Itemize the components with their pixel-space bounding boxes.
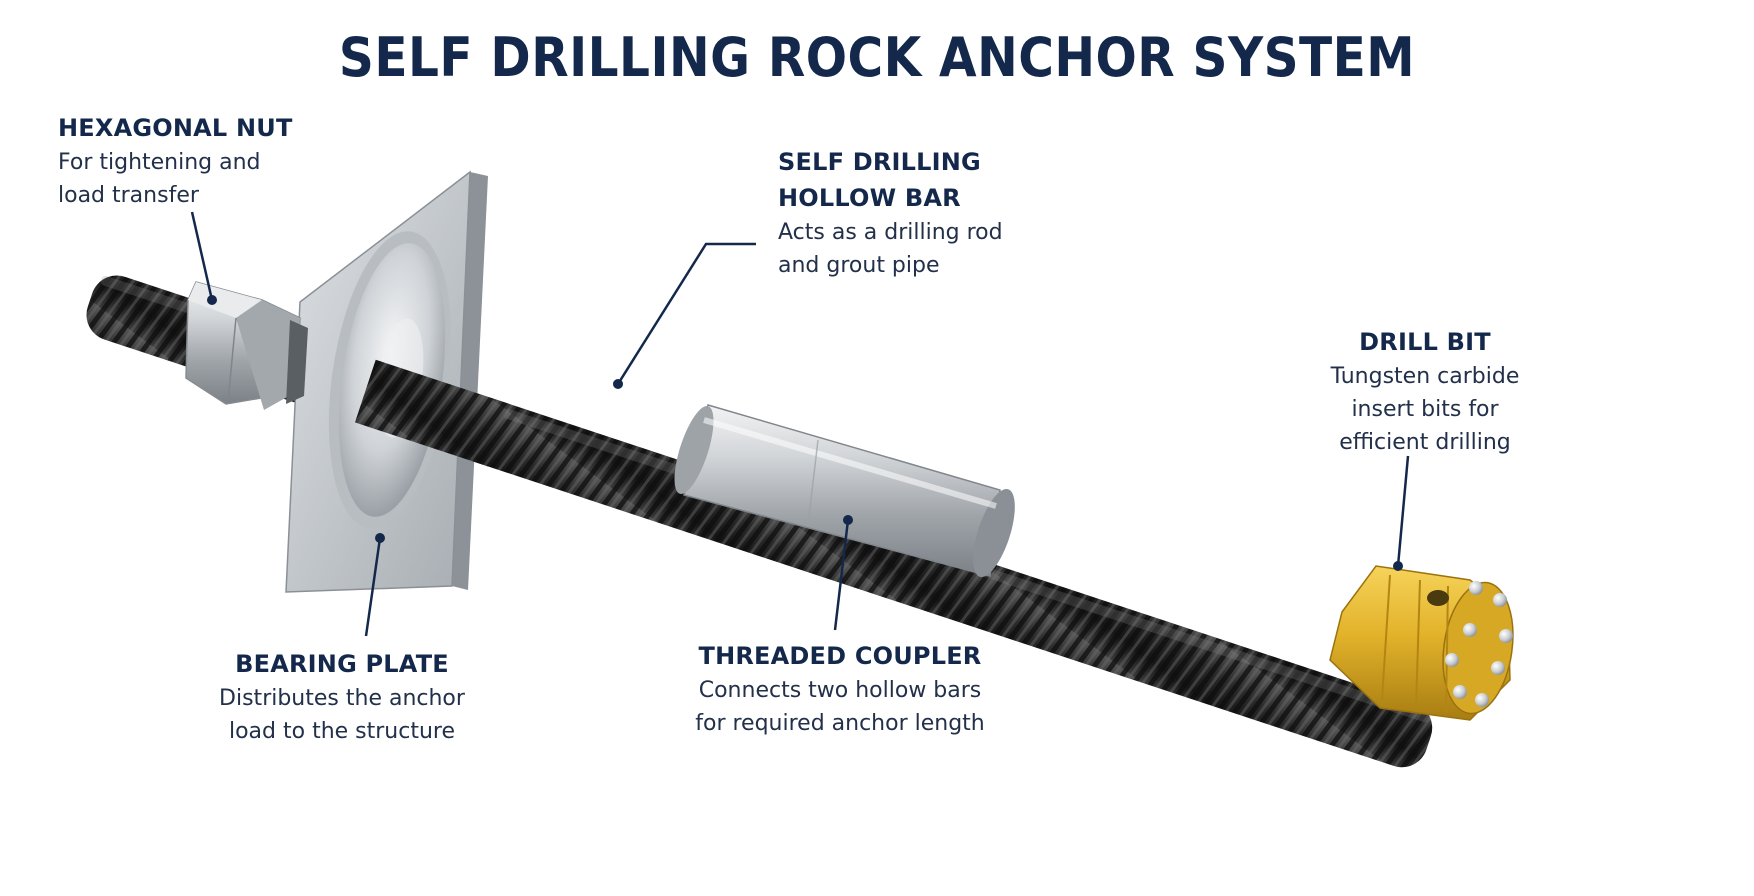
coupler-heading: THREADED COUPLER (680, 638, 1000, 674)
leader-drill-bit (1398, 456, 1408, 566)
leader-hollow-bar (618, 244, 756, 384)
bearing-plate-desc-line1: Distributes the anchor (192, 682, 492, 715)
carbide-insert (1463, 623, 1477, 637)
carbide-insert (1491, 661, 1505, 675)
hollow-bar-desc-line2: and grout pipe (778, 249, 1003, 282)
carbide-insert (1469, 581, 1483, 595)
page-title: SELF DRILLING ROCK ANCHOR SYSTEM (88, 26, 1667, 89)
carbide-insert (1499, 629, 1513, 643)
hexagonal-nut (186, 282, 308, 410)
drill-bit-desc-line1: Tungsten carbide (1300, 360, 1550, 393)
label-threaded-coupler: THREADED COUPLER Connects two hollow bar… (680, 638, 1000, 740)
coupler-desc-line2: for required anchor length (680, 707, 1000, 740)
drill-bit-desc-line2: insert bits for (1300, 393, 1550, 426)
leader-dot-drill-bit (1393, 561, 1403, 571)
hex-nut-desc-line1: For tightening and (58, 146, 293, 179)
label-hollow-bar: SELF DRILLING HOLLOW BAR Acts as a drill… (778, 144, 1003, 282)
leader-dot-hollow-bar (613, 379, 623, 389)
carbide-insert (1445, 653, 1459, 667)
hex-nut-heading: HEXAGONAL NUT (58, 110, 293, 146)
carbide-insert (1475, 693, 1489, 707)
leader-dot-coupler (843, 515, 853, 525)
hex-nut-desc-line2: load transfer (58, 179, 293, 212)
leader-dot-hex-nut (207, 295, 217, 305)
bearing-plate-heading: BEARING PLATE (192, 646, 492, 682)
coupler-desc-line1: Connects two hollow bars (680, 674, 1000, 707)
drill-bit-desc-line3: efficient drilling (1300, 426, 1550, 459)
label-drill-bit: DRILL BIT Tungsten carbide insert bits f… (1300, 324, 1550, 459)
label-hexagonal-nut: HEXAGONAL NUT For tightening and load tr… (58, 110, 293, 212)
hollow-bar-heading-line2: HOLLOW BAR (778, 180, 1003, 216)
hollow-bar-desc-line1: Acts as a drilling rod (778, 216, 1003, 249)
leader-dot-bearing-plate (375, 533, 385, 543)
bearing-plate-desc-line2: load to the structure (192, 715, 492, 748)
carbide-insert (1453, 685, 1467, 699)
hollow-bar-heading-line1: SELF DRILLING (778, 144, 1003, 180)
carbide-insert (1493, 593, 1507, 607)
label-bearing-plate: BEARING PLATE Distributes the anchor loa… (192, 646, 492, 748)
drill-bit-heading: DRILL BIT (1300, 324, 1550, 360)
